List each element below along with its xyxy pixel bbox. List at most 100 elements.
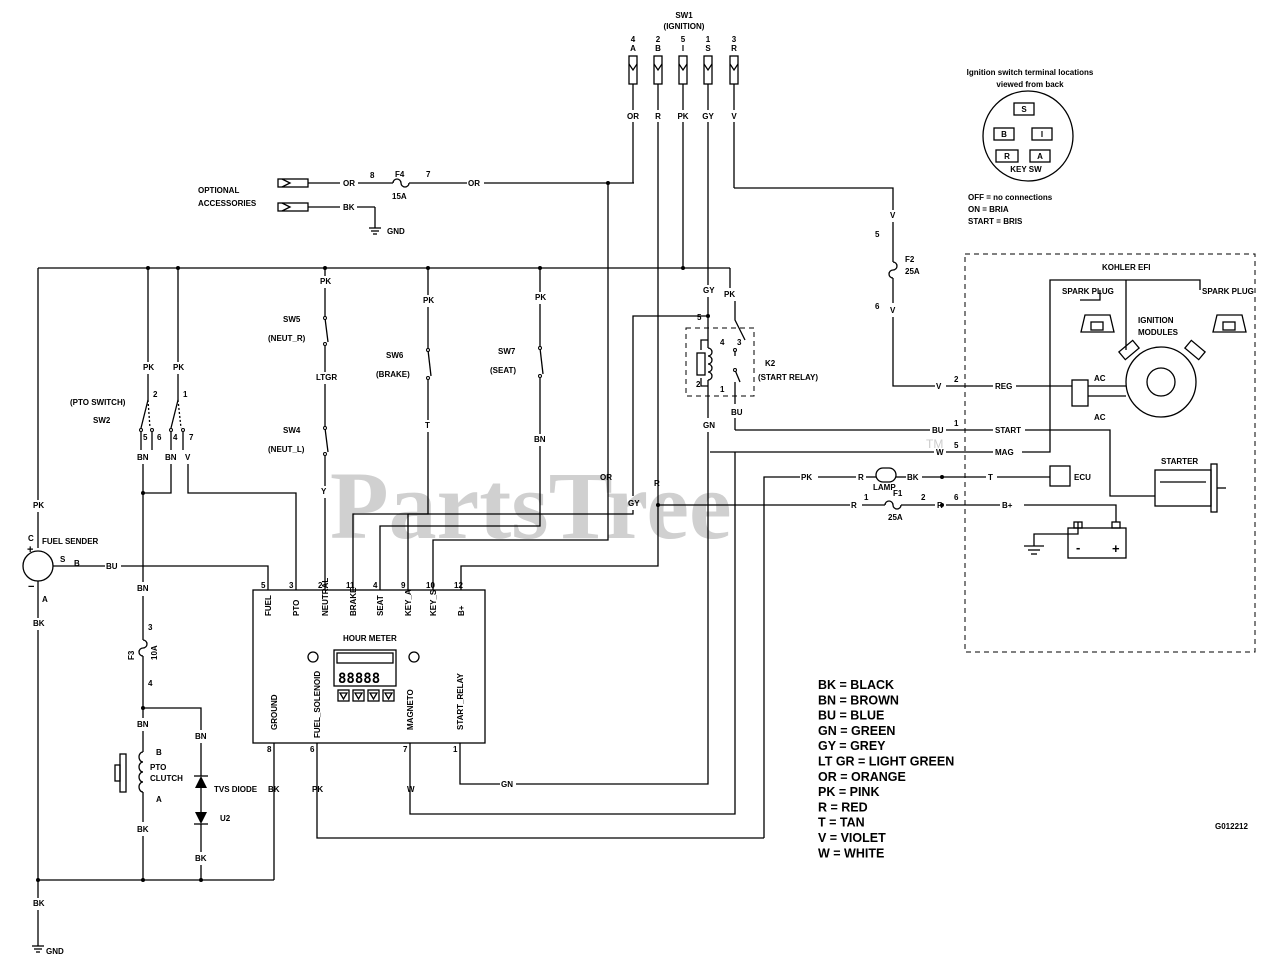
flywheel [1125,346,1197,418]
optional-accessories: OPTIONAL ACCESSORIES OR 8 F4 15A 7 OR BK… [198,170,634,236]
sw2-pin-1: 1 [183,390,188,399]
k2-diode [696,352,706,376]
tvs-diode-top [195,776,207,788]
ac-2: AC [1094,413,1106,422]
k2-gn: GN [703,421,715,430]
battery-minus: - [1076,540,1080,555]
f2-v2: V [890,306,896,315]
spark-plug-icon-1 [1080,314,1115,333]
meter-display: 88888 [338,671,380,687]
gnd-label: GND [46,947,64,956]
state-start: START = BRIS [968,217,1023,226]
sw6-label: SW6 [386,351,404,360]
f3-bn-2: BN [137,720,149,729]
sw1-title: SW1 [675,11,693,20]
battery [1067,527,1127,559]
sw7-label: SW7 [498,347,516,356]
legend-item: W = WHITE [818,846,884,860]
f3-n4: 4 [148,679,153,688]
f1-r2: R [937,501,943,510]
fuse-f2: F2 [905,255,915,264]
clutch-name-1: PTO [150,763,166,772]
meter-top-pin: 9 [401,581,406,590]
fuel-b: B [74,559,80,568]
acc-connector-2 [277,202,309,212]
meter-top-label: PTO [292,600,301,616]
sw2-v: V [185,453,191,462]
meter-top-label: B+ [457,605,466,616]
fuel-title: FUEL SENDER [42,537,99,546]
ground-bus: BK GND [32,878,274,956]
k2-box [685,327,755,397]
sw7-pk: PK [535,293,546,302]
meter-button[interactable] [382,689,395,702]
reg-v: V [936,382,942,391]
spark-plug-2: SPARK PLUG [1202,287,1254,296]
acc-n7: 7 [426,170,431,179]
sw1-pin-number: 5 [681,35,686,44]
down-arrow-icon [368,692,379,701]
meter-button[interactable] [337,689,350,702]
f1-r1: R [851,501,857,510]
sw1-pin-letter: A [630,44,636,53]
term-s-box [1013,102,1035,116]
legend-item: R = RED [818,800,868,814]
sw5-label: SW5 [283,315,301,324]
meter-top-pin: 11 [346,581,355,590]
k2-pin-3: 3 [737,338,742,347]
sw1-pin-letter: S [705,44,711,53]
kohler-efi: KOHLER EFI SPARK PLUG SPARK PLUG IGNITIO… [964,253,1256,653]
meter-top-label: KEY_A [404,589,413,616]
meter-bottom-label: START_RELAY [456,672,465,730]
sw2-pk-1: PK [143,363,154,372]
sw5-contact [324,317,329,343]
tvs-diode-bottom [195,812,207,824]
pto-switch-label: (PTO SWITCH) [70,398,126,407]
f1-n2: 2 [921,493,926,502]
mag-w: W [936,448,944,457]
fuse-f3-rating: 10A [150,645,159,660]
fuel-sender: FUEL SENDER C + − S B BU A BK [22,534,269,898]
spark-plug-1: SPARK PLUG [1062,287,1114,296]
fuel-c: C [28,534,34,543]
start-n1: 1 [954,419,959,428]
spark-plug-icon-2 [1212,314,1247,333]
meter-button[interactable] [367,689,380,702]
sw1-pin-letter: B [655,44,661,53]
k2-desc: (START RELAY) [758,373,818,382]
lamp-bk: BK [907,473,919,482]
legend-item: PK = PINK [818,785,879,799]
ignition-terminal-view: Ignition switch terminal locations viewe… [967,68,1094,226]
fuse-f1-rating: 25A [888,513,903,522]
f2-v1: V [890,211,896,220]
sw4-desc: (NEUT_L) [268,445,305,454]
reg-label: REG [995,382,1012,391]
legend-item: GY = GREY [818,739,886,753]
meter-r: R [654,479,660,488]
sw2-label: SW2 [93,416,111,425]
sw2-pin-2: 2 [153,390,158,399]
diode-u2: U2 [220,814,231,823]
sw4-label: SW4 [283,426,301,435]
ecu-box [1049,465,1071,487]
down-arrow-icon [383,692,394,701]
f1-n1: 1 [864,493,869,502]
legend-item: V = VIOLET [818,831,886,845]
f2-n5: 5 [875,230,880,239]
f3-bn-1: BN [137,584,149,593]
pto-clutch-circuit: BN 3 F3 10A 4 BN B PTO CLUTCH A BK BN TV… [114,584,258,880]
sw1-subtitle: (IGNITION) [664,22,705,31]
k2-pk: PK [724,290,735,299]
bplus-label: B+ [1002,501,1013,510]
meter-button[interactable] [352,689,365,702]
sw6-pk: PK [423,296,434,305]
fuse-f4: F4 [395,170,405,179]
fuse-f2-rating: 25A [905,267,920,276]
sw5-desc: (NEUT_R) [268,334,306,343]
reg-n2: 2 [954,375,959,384]
fuel-plus: + [27,544,33,556]
fuse-f3: F3 [127,650,136,660]
sw2-pin-4: 4 [173,433,178,442]
